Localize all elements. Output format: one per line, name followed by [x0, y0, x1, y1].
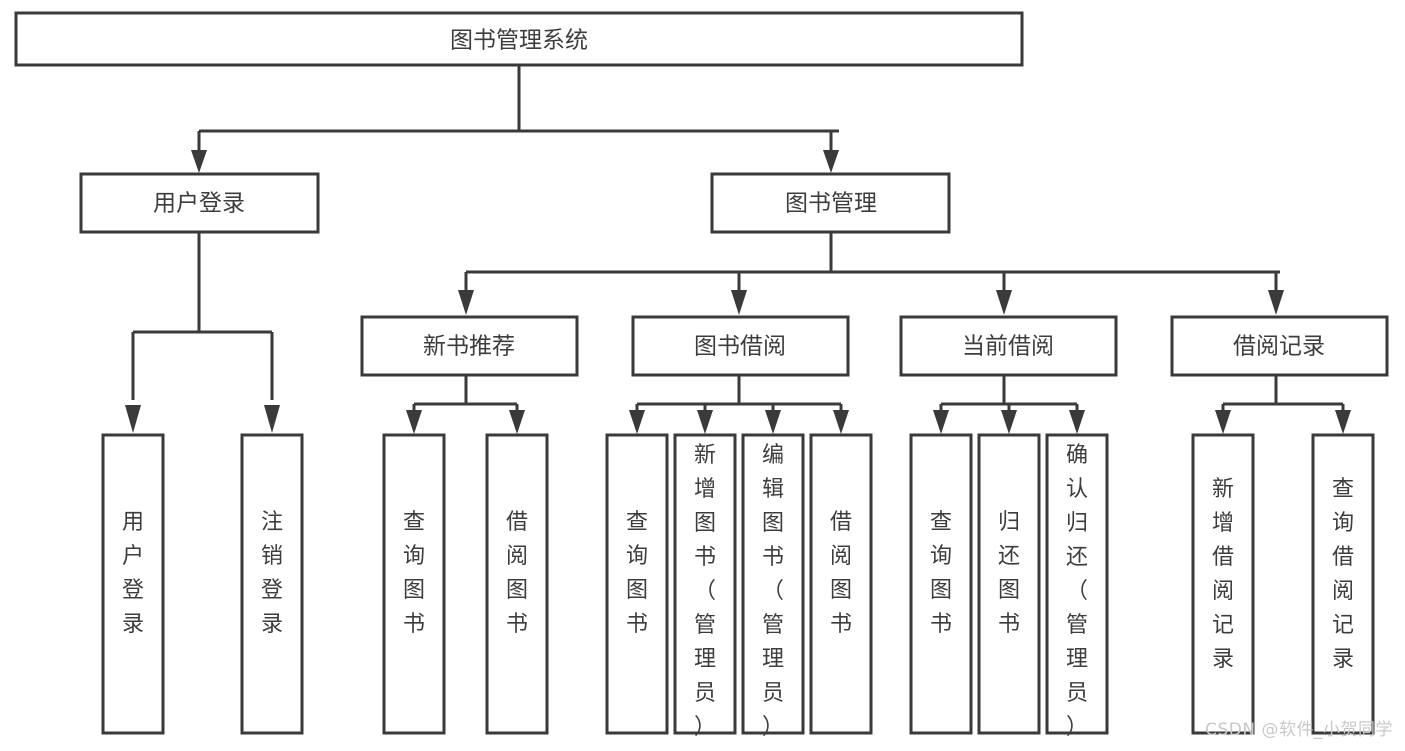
node-leaf-add-record[interactable]: 新增借阅记录 — [1191, 433, 1255, 735]
node-root-box[interactable] — [14, 11, 1024, 67]
arrowhead-leaf-return-book — [1001, 410, 1017, 434]
node-borrow-record-label: 借阅记录 — [1233, 334, 1325, 360]
node-leaf-user-login-box[interactable] — [101, 433, 165, 735]
node-leaf-borrow-book-1[interactable]: 借阅图书 — [485, 433, 549, 735]
node-leaf-borrow-book-1-box[interactable] — [485, 433, 549, 735]
node-leaf-query-record-label: 查询借阅记录 — [1332, 477, 1354, 672]
arrowhead-new-book — [458, 290, 474, 315]
arrowhead-borrow-record — [1268, 290, 1284, 315]
node-leaf-user-logout-box[interactable] — [240, 433, 304, 735]
arrowhead-leaf-borrow-book-2 — [833, 410, 849, 434]
arrowhead-leaf-query-record — [1335, 410, 1351, 434]
node-current-borrow-box[interactable] — [899, 315, 1118, 377]
node-leaf-confirm-return[interactable]: 确认归还（管理员） — [1045, 433, 1109, 740]
node-leaf-edit-book-box[interactable] — [741, 433, 805, 735]
node-user-login-box[interactable] — [79, 172, 320, 234]
node-leaf-return-book-label: 归还图书 — [998, 510, 1020, 637]
node-root-label: 图书管理系统 — [450, 28, 588, 54]
node-book-borrow-label: 图书借阅 — [694, 334, 786, 360]
arrowhead-leaf-user-login — [125, 405, 141, 433]
node-leaf-borrow-book-2-label: 借阅图书 — [830, 510, 852, 637]
node-leaf-query-book-1-label: 查询图书 — [403, 510, 425, 637]
arrowhead-leaf-add-record — [1215, 410, 1231, 434]
node-user-login-label: 用户登录 — [153, 191, 245, 217]
arrowhead-leaf-edit-book — [765, 410, 781, 434]
node-leaf-confirm-return-label: 确认归还（管理员） — [1066, 443, 1088, 740]
node-leaf-add-book-label: 新增图书（管理员） — [694, 443, 716, 740]
node-leaf-query-record[interactable]: 查询借阅记录 — [1311, 433, 1375, 735]
arrowhead-user-login — [191, 150, 207, 173]
node-leaf-query-book-3-box[interactable] — [909, 433, 973, 735]
node-leaf-edit-book-label: 编辑图书（管理员） — [762, 443, 784, 740]
arrowhead-current-borrow — [996, 290, 1012, 315]
node-new-book-recommend-box[interactable] — [360, 315, 579, 377]
node-book-borrow[interactable]: 图书借阅 — [631, 315, 850, 377]
node-current-borrow[interactable]: 当前借阅 — [899, 315, 1118, 377]
node-new-book-recommend-label: 新书推荐 — [423, 334, 515, 360]
node-leaf-query-book-3[interactable]: 查询图书 — [909, 433, 973, 735]
arrowhead-leaf-add-book — [697, 410, 713, 434]
node-book-manage[interactable]: 图书管理 — [710, 172, 951, 234]
node-leaf-query-book-3-label: 查询图书 — [930, 510, 952, 637]
arrowhead-leaf-query-book-3 — [933, 410, 949, 434]
csdn-watermark: CSDN @软件_小贺同学 — [1205, 720, 1393, 740]
node-leaf-borrow-book-2-box[interactable] — [809, 433, 873, 735]
arrowhead-leaf-query-book-1 — [406, 410, 422, 434]
node-leaf-add-record-label: 新增借阅记录 — [1212, 477, 1234, 672]
arrowhead-leaf-query-book-2 — [629, 410, 645, 434]
arrowhead-book-manage — [823, 150, 839, 173]
node-leaf-add-record-box[interactable] — [1191, 433, 1255, 735]
node-leaf-return-book[interactable]: 归还图书 — [977, 433, 1041, 735]
node-new-book-recommend[interactable]: 新书推荐 — [360, 315, 579, 377]
node-leaf-borrow-book-1-label: 借阅图书 — [506, 510, 528, 637]
node-leaf-query-book-1-box[interactable] — [382, 433, 446, 735]
arrowhead-leaf-borrow-book-1 — [509, 410, 525, 434]
node-book-manage-label: 图书管理 — [785, 191, 877, 217]
node-user-login[interactable]: 用户登录 — [79, 172, 320, 234]
arrowhead-book-borrow — [731, 290, 747, 315]
node-leaf-query-book-2-label: 查询图书 — [626, 510, 648, 637]
node-leaf-user-login[interactable]: 用户登录 — [101, 433, 165, 735]
node-book-manage-box[interactable] — [710, 172, 951, 234]
node-leaf-query-book-1[interactable]: 查询图书 — [382, 433, 446, 735]
node-leaf-query-book-2-box[interactable] — [605, 433, 669, 735]
arrowhead-leaf-user-logout — [264, 405, 280, 433]
connectors — [125, 66, 1351, 434]
node-leaf-add-book-box[interactable] — [673, 433, 737, 735]
node-leaf-user-logout-label: 注销登录 — [261, 510, 283, 637]
node-leaf-borrow-book-2[interactable]: 借阅图书 — [809, 433, 873, 735]
node-leaf-add-book[interactable]: 新增图书（管理员） — [673, 433, 737, 740]
arrowhead-leaf-confirm-return — [1069, 410, 1085, 434]
node-leaf-query-book-2[interactable]: 查询图书 — [605, 433, 669, 735]
node-leaf-confirm-return-box[interactable] — [1045, 433, 1109, 735]
node-root[interactable]: 图书管理系统 — [14, 11, 1024, 67]
node-book-borrow-box[interactable] — [631, 315, 850, 377]
node-borrow-record[interactable]: 借阅记录 — [1170, 315, 1389, 377]
node-borrow-record-box[interactable] — [1170, 315, 1389, 377]
node-leaf-user-login-label: 用户登录 — [122, 510, 144, 637]
node-current-borrow-label: 当前借阅 — [962, 334, 1054, 360]
node-leaf-return-book-box[interactable] — [977, 433, 1041, 735]
node-leaf-edit-book[interactable]: 编辑图书（管理员） — [741, 433, 805, 740]
node-leaf-user-logout[interactable]: 注销登录 — [240, 433, 304, 735]
node-leaf-query-record-box[interactable] — [1311, 433, 1375, 735]
